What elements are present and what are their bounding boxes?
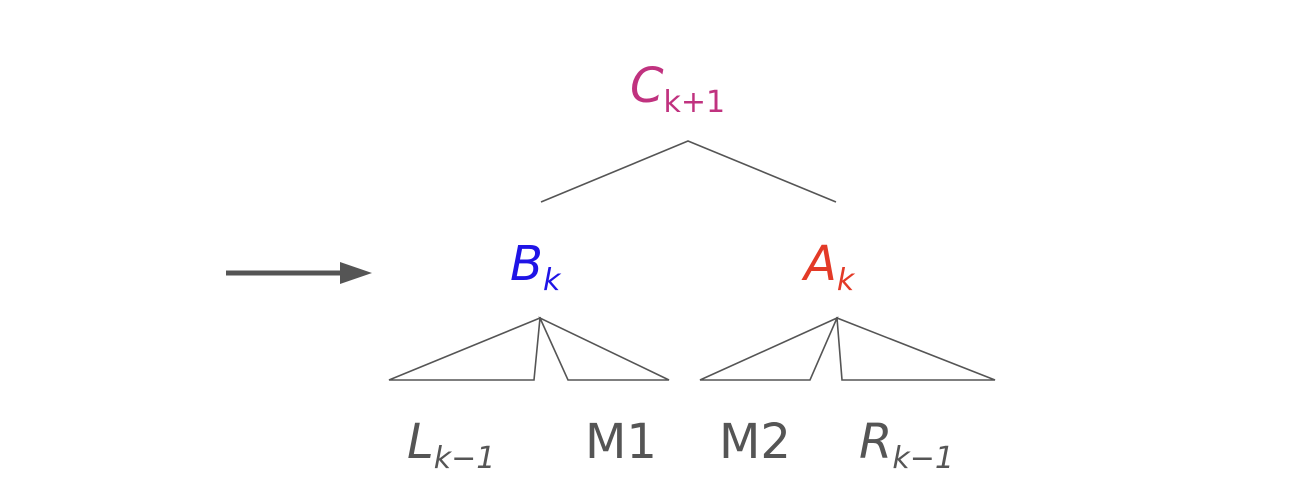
root-edges [540,140,837,203]
root-subscript: k+1 [663,85,726,120]
right-child-subscript: k [836,263,855,298]
left-child-subscript: k [542,263,561,298]
leaf-r-main: R [859,414,893,470]
right-subtree-triangles [699,316,996,381]
right-child-main: A [804,236,837,292]
leaf-label-m1: M1 [585,418,657,466]
leaf-r-subscript: k−1 [892,441,954,476]
left-subtree-triangles [388,316,670,381]
root-node-label: Ck+1 [630,62,725,118]
leaf-l-main: L [407,414,434,470]
leaf-label-m2: M2 [719,418,791,466]
right-child-label: Ak [804,240,854,296]
leaf-m1-text: M1 [585,414,657,470]
leaf-label-l: Lk−1 [407,418,495,474]
leaf-m2-text: M2 [719,414,791,470]
right-arrow-icon [226,262,372,284]
left-child-label: Bk [510,240,560,296]
root-main: C [630,58,664,114]
leaf-l-subscript: k−1 [433,441,496,476]
left-child-main: B [510,236,543,292]
leaf-label-r: Rk−1 [859,418,954,474]
